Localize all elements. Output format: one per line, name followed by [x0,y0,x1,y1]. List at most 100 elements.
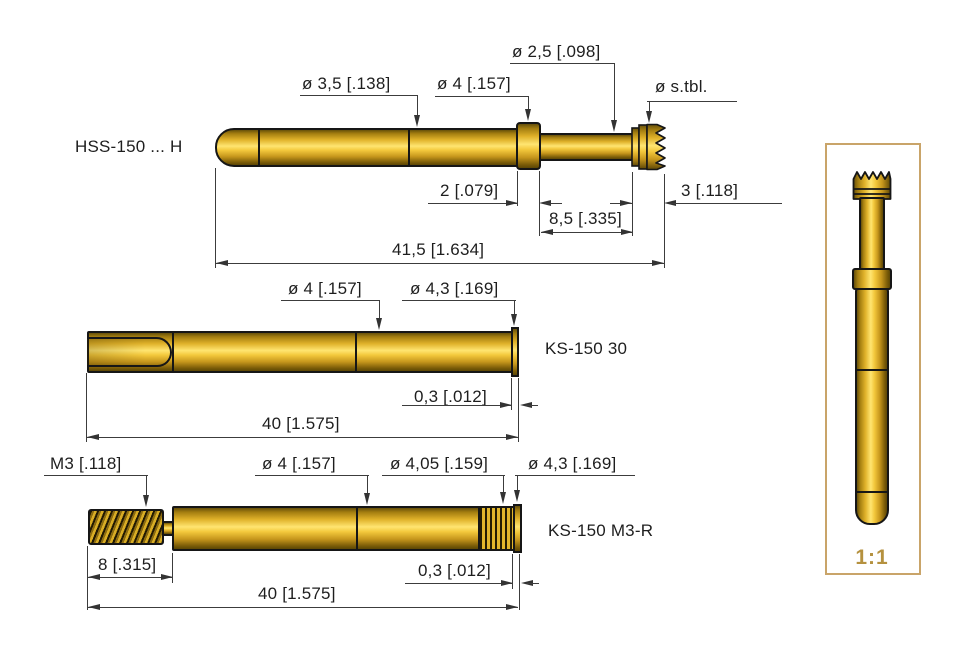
leader-line [281,300,380,302]
dimension-arrow [652,260,664,266]
hss-plunger-barrel [215,128,518,167]
hss-barrel-segment-line [258,130,260,165]
leader-line [515,475,635,477]
extension-line [215,168,217,268]
leader-line [517,475,519,492]
leader-arrow [525,109,531,121]
extension-line [512,554,514,589]
dimension-arrow [506,434,518,440]
scale-probe-segment-line [857,491,887,493]
hss-len-2-label: 2 [.079] [440,181,499,200]
leader-line [379,300,381,318]
dimension-line [670,203,782,205]
scale-probe-shaft [859,197,885,270]
ks30-len-total-label: 40 [1.575] [262,414,340,433]
leader-line [146,475,148,497]
hss-dia-2-5-label: ø 2,5 [.098] [512,42,601,61]
extension-line [172,553,174,583]
leader-line [614,63,616,121]
ks30-len-03-label: 0,3 [.012] [414,387,487,406]
dimension-line [216,263,664,265]
hss-serrated-head [631,123,666,171]
dimension-arrow [620,200,632,206]
leader-arrow [376,318,382,330]
ksm3r-dia-405-label: ø 4,05 [.159] [390,454,489,473]
dimension-line [527,583,539,585]
hss-shaft [539,133,634,161]
ksm3r-dia-43-label: ø 4,3 [.169] [528,454,617,473]
ksm3r-thread-label: M3 [.118] [50,454,122,473]
hss-collar [516,122,541,170]
dimension-line [88,607,518,609]
hss-len-3-label: 3 [.118] [681,181,739,200]
leader-line [402,300,516,302]
dimension-arrow [161,574,173,580]
ksm3r-knurl-section [478,506,515,551]
ksm3r-thread-stud [88,509,164,545]
extension-line [632,172,634,236]
leader-arrow [414,115,420,127]
extension-line [511,378,513,410]
ksm3r-len-8-label: 8 [.315] [98,555,157,574]
dimension-line [526,405,538,407]
ks30-open-slot [87,337,172,367]
leader-line [649,101,651,112]
dimension-arrow [501,580,513,586]
ksm3r-flange [513,504,522,553]
leader-line [382,475,505,477]
extension-line [518,378,520,442]
dimension-arrow [506,200,518,206]
ks30-flange [511,327,519,377]
leader-arrow [646,111,652,123]
extension-line [86,373,88,442]
hss-barrel-segment-line [408,130,410,165]
leader-line [255,475,369,477]
extension-line [519,554,521,610]
dimension-arrow [541,229,553,235]
scale-probe-collar [852,268,892,290]
dimension-arrow [88,574,100,580]
dimension-arrow [506,604,518,610]
extension-line [517,171,519,206]
extension-line [539,171,541,236]
extension-line [664,174,666,268]
dimension-arrow [500,402,512,408]
dimension-line [541,232,633,234]
ks30-part-label: KS-150 30 [545,339,628,358]
dimension-arrow [216,260,228,266]
hss-len-total-label: 41,5 [1.634] [392,240,485,259]
ks30-segment-line [172,333,174,371]
scale-label: 1:1 [855,546,889,569]
dimension-arrow [621,229,633,235]
leader-line [300,95,418,97]
dimension-line [405,583,513,585]
hss-len-85-label: 8,5 [.335] [549,209,622,228]
leader-line [367,475,369,495]
dimension-line [428,203,518,205]
leader-line [510,63,615,65]
dimension-line [402,405,512,407]
ksm3r-part-label: KS-150 M3-R [548,521,654,540]
leader-line [528,96,530,111]
leader-arrow [611,120,617,132]
dimension-arrow [88,604,100,610]
leader-arrow [143,495,149,507]
leader-line [417,95,419,117]
ksm3r-len-03-label: 0,3 [.012] [418,561,491,580]
ksm3r-receptacle-body [172,506,480,551]
ksm3r-segment-line [356,508,358,549]
ks30-dia-43-label: ø 4,3 [.169] [410,279,499,298]
scale-probe-body [855,288,889,525]
ks30-dia-4-label: ø 4 [.157] [288,279,362,298]
leader-line [514,300,516,314]
dimension-line [88,577,173,579]
leader-line [44,475,148,477]
leader-arrow [500,492,506,504]
scale-probe-segment-line [857,369,887,371]
leader-line [647,101,737,103]
leader-arrow [511,314,517,326]
leader-arrow [514,490,520,502]
leader-arrow [364,493,370,505]
extension-line [87,546,89,610]
